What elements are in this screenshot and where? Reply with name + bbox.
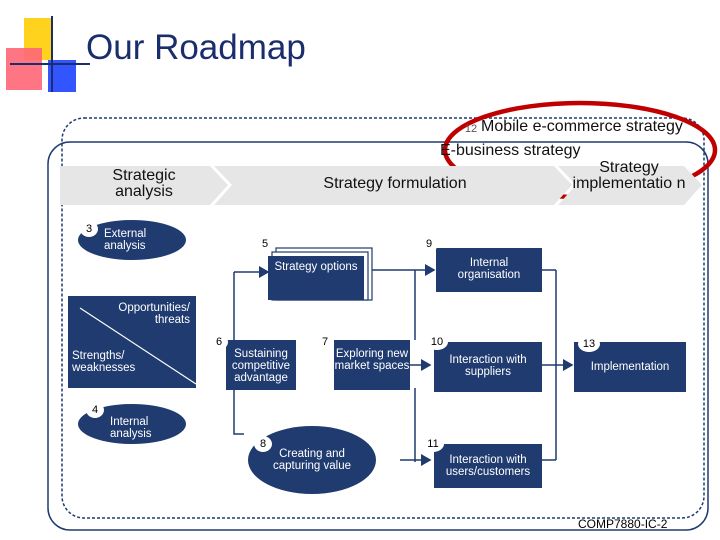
page-title: Our Roadmap [86, 28, 306, 67]
node-6-label: Sustaining competitive advantage [231, 348, 291, 385]
node-10-label: Interaction with suppliers [449, 354, 527, 379]
swot-strengths-label: Strengths/ weaknesses [72, 350, 136, 375]
node-5-label: Strategy options [274, 261, 358, 273]
phase-analysis-label: Strategic analysis [112, 167, 176, 200]
node-creating-value [248, 426, 376, 494]
swot-opportunities-label: Opportunities/ threats [118, 302, 190, 327]
node-external-analysis [78, 220, 186, 260]
node-6-number: 6 [210, 334, 228, 350]
node-7-label: Exploring new market spaces [334, 348, 410, 373]
ebusiness-strategy-frame [47, 141, 709, 531]
node-internal-organisation [436, 248, 542, 292]
node-4-number: 4 [86, 402, 104, 418]
node-12-number: 12 [464, 123, 478, 135]
node-7-number: 7 [316, 334, 334, 350]
node-sustaining-advantage [226, 340, 296, 390]
corner-logo [6, 16, 90, 92]
phase-implementation-arrow [558, 166, 702, 205]
node-3-number: 3 [80, 221, 98, 237]
node-9-number: 9 [420, 236, 438, 252]
mobile-strategy-frame [61, 117, 705, 519]
node-internal-analysis [78, 404, 186, 444]
node-11-number: 11 [422, 436, 444, 452]
node-8-label: Creating and capturing value [273, 448, 351, 473]
phase-formulation-arrow [214, 166, 572, 205]
mobile-strategy-label: Mobile e-commerce strategy [481, 118, 683, 135]
node-13-label: Implementation [590, 361, 670, 373]
phase-analysis-arrow [60, 166, 228, 205]
slide-footer: COMP7880-IC-2 [578, 517, 668, 531]
node-13-number: 13 [578, 336, 600, 352]
node-strategy-options [268, 256, 364, 300]
node-11-label: Interaction with users/customers [445, 454, 531, 479]
node-interaction-suppliers [434, 342, 542, 392]
node-3-label: External analysis [104, 228, 147, 253]
phase-formulation-label: Strategy formulation [323, 175, 467, 192]
ebusiness-strategy-label: E-business strategy [440, 142, 581, 159]
node-interaction-users [434, 444, 542, 488]
node-10-number: 10 [426, 334, 448, 350]
node-5-number: 5 [256, 236, 274, 252]
node-4-label: Internal analysis [110, 416, 152, 441]
node-8-number: 8 [254, 436, 272, 452]
node-9-label: Internal organisation [457, 257, 521, 282]
phase-implementation-label: Strategy implementatio n [572, 159, 686, 192]
node-new-market-spaces [334, 340, 410, 390]
